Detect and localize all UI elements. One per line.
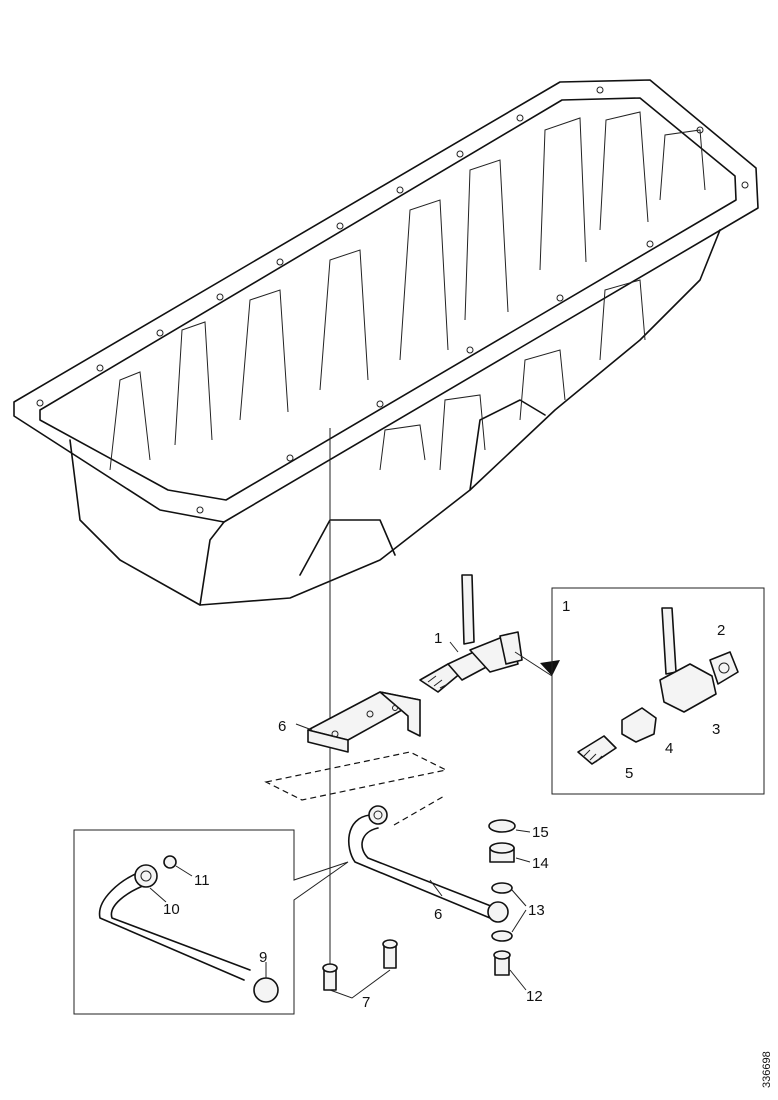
- reference-number: 336698: [761, 1051, 773, 1088]
- detail-box-1: [551, 587, 765, 795]
- arrow-head: [540, 660, 560, 676]
- callout-13: 13: [528, 902, 545, 919]
- drain-hose: [348, 805, 509, 923]
- callout-1: 1: [434, 630, 442, 647]
- callout-6-hose: 6: [434, 906, 442, 923]
- callout-7: 7: [362, 994, 370, 1011]
- callout-15: 15: [532, 824, 549, 841]
- callout-11: 11: [194, 872, 210, 889]
- callout-4: 4: [665, 740, 673, 757]
- detail-box-hose: [73, 829, 349, 1015]
- hose-dash: [393, 794, 447, 826]
- detail-box-1-label: 1: [562, 598, 570, 615]
- callout-10: 10: [163, 901, 180, 918]
- callout-14: 14: [532, 855, 549, 872]
- leader-7: [329, 969, 391, 999]
- fitting-stack: [488, 819, 516, 976]
- mounting-bracket: [307, 691, 421, 753]
- callout-2: 2: [717, 622, 725, 639]
- leader-detail: [514, 651, 553, 677]
- callout-6-bracket: 6: [278, 718, 286, 735]
- callout-9: 9: [259, 949, 267, 966]
- oil-pan: [13, 79, 759, 606]
- drain-valve-assembly: [419, 574, 523, 693]
- callout-5: 5: [625, 765, 633, 782]
- leader-lines: [295, 641, 531, 991]
- bolts: [322, 939, 398, 991]
- dashed-outline: [264, 751, 448, 801]
- callout-3: 3: [712, 721, 720, 738]
- callout-12: 12: [526, 988, 543, 1005]
